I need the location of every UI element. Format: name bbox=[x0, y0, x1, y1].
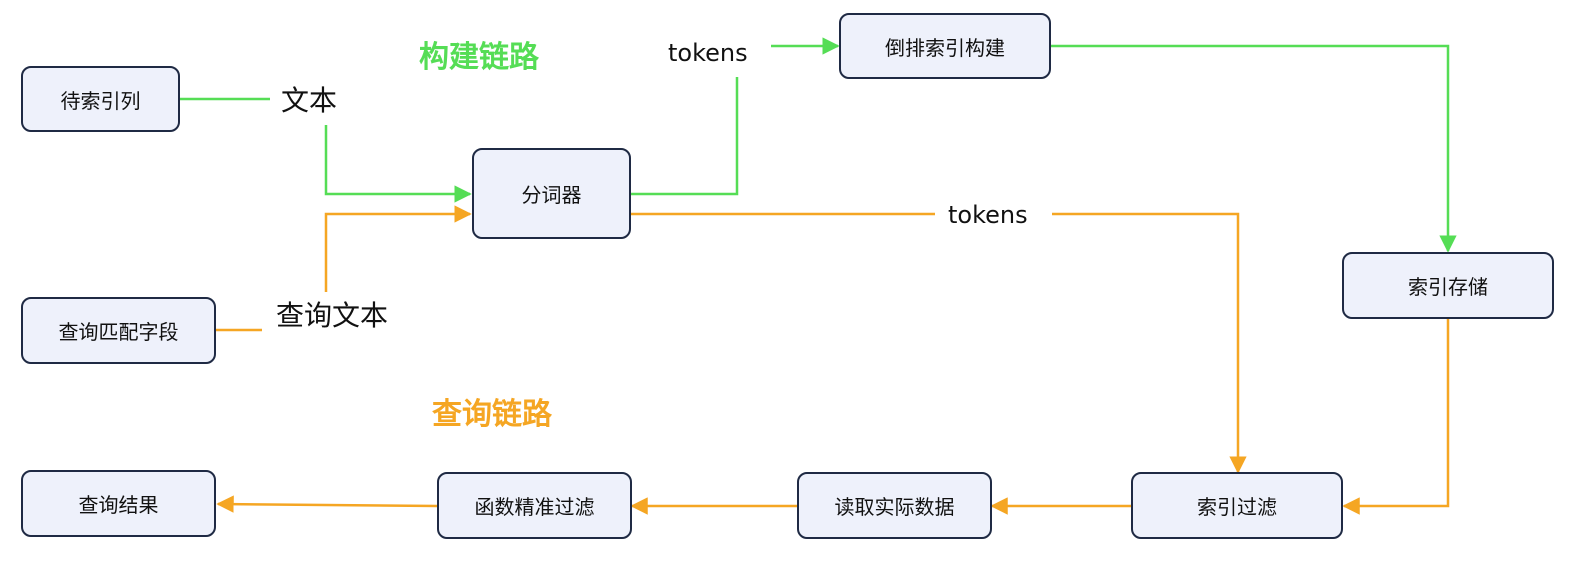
node-inverted-index-build: 倒排索引构建 bbox=[839, 13, 1051, 79]
edge-build-to-storage bbox=[1050, 44, 1457, 253]
edge-tokens-to-indexfilter bbox=[1052, 212, 1247, 474]
edge-tokenizer-to-tokens bbox=[631, 77, 739, 196]
build-chain-title: 构建链路 bbox=[419, 40, 539, 75]
node-query-result: 查询结果 bbox=[21, 470, 216, 537]
edge-precise-to-result bbox=[216, 495, 438, 513]
edge-querytext-to-tokenizer bbox=[324, 205, 472, 292]
label-tokens-build: tokens bbox=[668, 39, 748, 67]
edge-text-to-tokenizer bbox=[324, 125, 472, 203]
query-chain-title: 查询链路 bbox=[432, 397, 552, 432]
node-function-precise-filter: 函数精准过滤 bbox=[437, 472, 632, 539]
label-tokens-query: tokens bbox=[948, 201, 1028, 229]
edge-storage-to-indexfilter bbox=[1342, 319, 1450, 515]
node-index-storage: 索引存储 bbox=[1342, 252, 1554, 319]
node-query-match-field: 查询匹配字段 bbox=[21, 297, 216, 364]
node-tokenizer: 分词器 bbox=[472, 148, 631, 239]
label-query-text: 查询文本 bbox=[276, 299, 389, 332]
node-column-to-index: 待索引列 bbox=[21, 66, 180, 132]
label-text: 文本 bbox=[281, 84, 338, 117]
node-index-filter: 索引过滤 bbox=[1131, 472, 1343, 539]
node-read-actual-data: 读取实际数据 bbox=[797, 472, 992, 539]
